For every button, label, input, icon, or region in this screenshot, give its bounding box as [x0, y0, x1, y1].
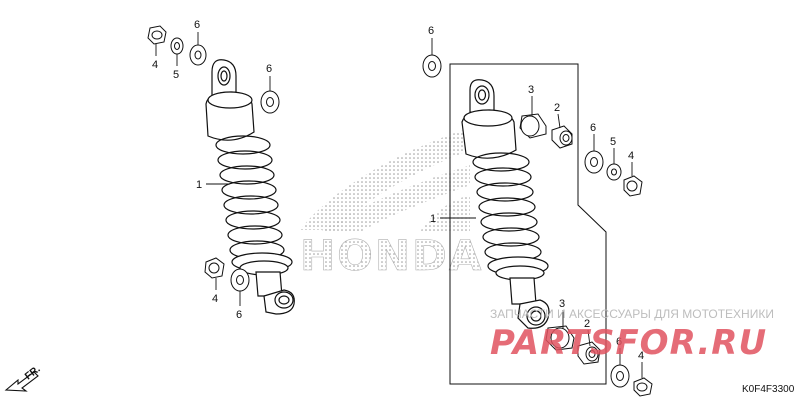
- callout-left-washer-eye-6: 6: [266, 63, 272, 75]
- left-shock-absorber: [205, 59, 295, 315]
- callout-right-washer-bottom-6: 6: [616, 336, 622, 348]
- leader-lines: [155, 32, 643, 378]
- left-nut-top: [147, 25, 167, 45]
- right-washer-top-6: [422, 54, 442, 78]
- right-washer-mid-6: [584, 150, 604, 174]
- left-washer-top-5: [170, 37, 184, 55]
- callout-right-nut-bottom-4: 4: [638, 350, 644, 362]
- left-nut-bottom: [204, 257, 225, 279]
- callout-right-washer-top-6: 6: [428, 25, 434, 37]
- callout-left-nut-bottom: 4: [212, 293, 218, 305]
- right-washer-mid-5: [606, 163, 622, 181]
- callout-left-nut-top: 4: [152, 59, 158, 71]
- callout-right-washer-mid-6: 6: [590, 122, 596, 134]
- left-washer-top-6: [189, 44, 207, 66]
- watermark-logo: PARTSFOR.RU: [490, 323, 767, 363]
- callout-right-bush-top-2: 2: [554, 102, 560, 114]
- watermark-tagline: ЗАПЧАСТИ И АКСЕССУАРЫ ДЛЯ МОТОТЕХНИКИ: [490, 307, 774, 321]
- site-watermark: ЗАПЧАСТИ И АКСЕССУАРЫ ДЛЯ МОТОТЕХНИКИ PA…: [490, 307, 774, 363]
- right-shock-absorber: [461, 79, 550, 329]
- left-washer-bottom-6: [230, 268, 250, 292]
- right-washer-bottom-6: [610, 364, 630, 388]
- callout-right-collar-bottom-3: 3: [559, 298, 565, 310]
- right-bush-bottom-2: [577, 341, 601, 365]
- callout-right-collar-top-3: 3: [528, 84, 534, 96]
- right-bush-top-2: [551, 125, 573, 149]
- left-washer-eye-6: [260, 90, 280, 114]
- brand-text: HONDA: [300, 231, 483, 280]
- callout-right-nut-mid-4: 4: [628, 150, 634, 162]
- front-direction-arrow: FR.: [4, 364, 43, 392]
- right-nut-mid-4: [623, 175, 643, 197]
- callout-left-washer-top-5: 5: [173, 69, 179, 81]
- callout-right-bush-bottom-2: 2: [584, 318, 590, 330]
- right-collar-bottom-3: [545, 325, 575, 351]
- right-nut-bottom-4: [633, 377, 653, 397]
- callout-left-shock: 1: [196, 179, 202, 191]
- assembly-frame: [449, 63, 607, 385]
- callout-right-shock: 1: [430, 213, 436, 225]
- callout-left-washer-top-6: 6: [194, 19, 200, 31]
- diagram-code: K0F4F3300: [742, 384, 795, 395]
- callout-left-washer-bottom-6: 6: [236, 309, 242, 321]
- callout-labels: 4 5 6 6 1 4 6 6 1 3 2 6 5 4 3 2 6 4: [152, 19, 644, 362]
- callout-right-washer-mid-5: 5: [610, 136, 616, 148]
- right-collar-top-3: [519, 113, 547, 139]
- honda-wing-watermark: HONDA: [300, 128, 483, 280]
